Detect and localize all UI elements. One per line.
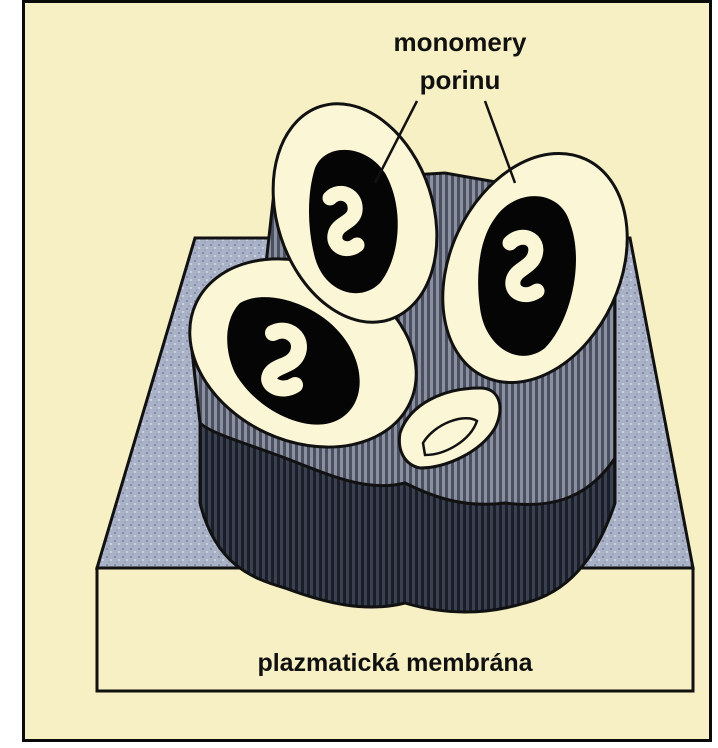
leader-line-right [485, 101, 515, 183]
label-monomers-line1: monomery [394, 27, 527, 57]
diagram-frame: monomery porinu plazmatická membrána [22, 0, 712, 742]
label-monomers-line2: porinu [420, 65, 501, 95]
porin-diagram: monomery porinu plazmatická membrána [25, 3, 712, 742]
label-membrane: plazmatická membrána [257, 649, 533, 677]
